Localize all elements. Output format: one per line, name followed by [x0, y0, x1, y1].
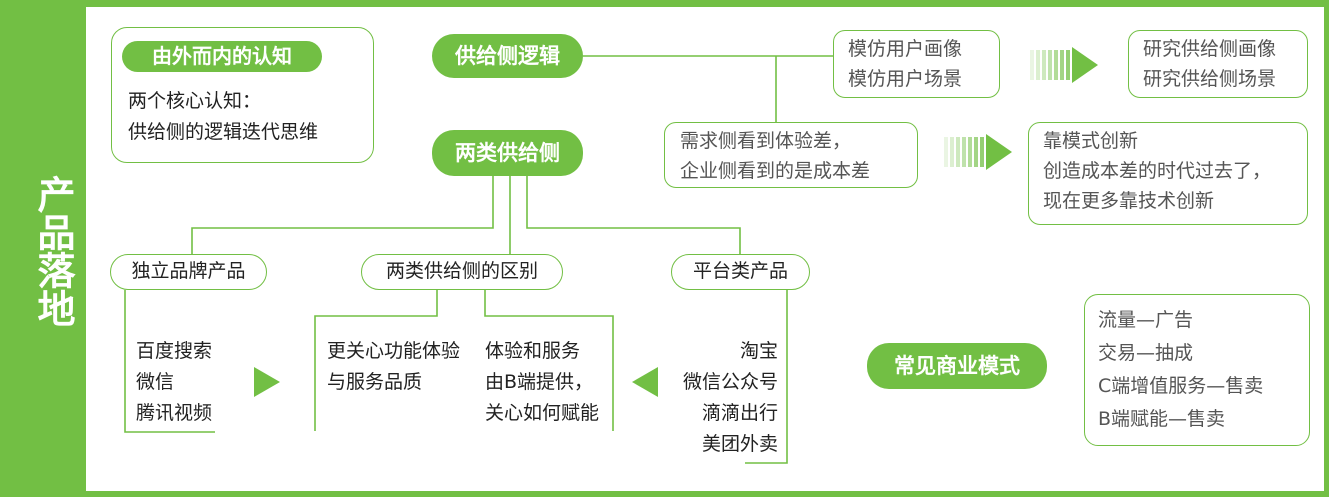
list-item: 百度搜索	[136, 340, 213, 362]
list-item: 交易—抽成	[1098, 342, 1194, 364]
list-item: C端增值服务—售卖	[1098, 375, 1264, 397]
demand-text: 需求侧看到体验差， 企业侧看到的是成本差	[680, 130, 871, 182]
difference-pill: 两类供给侧的区别	[361, 254, 563, 290]
platform-pill: 平台类产品	[671, 254, 810, 290]
arrow-left-icon	[632, 367, 658, 397]
bracket-platform	[745, 290, 788, 464]
bracket-difference-left	[314, 290, 438, 431]
cognition-title: 由外而内的认知	[122, 41, 322, 72]
list-item: 微信公众号	[682, 371, 778, 393]
gradient-arrow-top	[1030, 47, 1098, 83]
innovation-text: 靠模式创新 创造成本差的时代过去了， 现在更多靠技术创新	[1043, 130, 1272, 212]
list-item: 滴滴出行	[701, 402, 778, 424]
business-list: 流量—广告 交易—抽成 C端增值服务—售卖 B端赋能—售卖	[1098, 304, 1263, 436]
bracket-independent	[124, 290, 215, 433]
list-item: 腾讯视频	[136, 402, 213, 424]
sidebar-title: 产品落地	[31, 175, 75, 327]
arrow-right-icon	[254, 367, 280, 397]
independent-list: 百度搜索 微信 腾讯视频	[136, 336, 212, 429]
research-box	[1128, 30, 1308, 98]
bracket-difference-right	[484, 290, 614, 431]
supply-logic-pill: 供给侧逻辑	[432, 34, 583, 78]
cognition-text: 两个核心认知： 供给侧的逻辑迭代思维	[128, 90, 319, 143]
difference-left-text: 更关心功能体验 与服务品质	[327, 340, 461, 393]
research-text: 研究供给侧画像 研究供给侧场景	[1143, 38, 1277, 90]
list-item: 流量—广告	[1098, 309, 1194, 331]
business-pill: 常见商业模式	[867, 343, 1047, 389]
platform-list: 淘宝 微信公众号 滴滴出行 美团外卖	[660, 336, 778, 460]
list-item: 美团外卖	[701, 433, 778, 455]
gradient-arrow-mid	[944, 134, 1012, 170]
two-types-pill: 两类供给侧	[432, 130, 583, 176]
demand-box	[664, 122, 918, 188]
list-item: 淘宝	[739, 340, 778, 362]
difference-right-text: 体验和服务 由B端提供， 关心如何赋能	[485, 340, 600, 424]
imitate-box	[833, 30, 1000, 98]
independent-pill: 独立品牌产品	[110, 254, 267, 290]
connector-types-independent	[191, 176, 494, 258]
business-box	[1084, 294, 1310, 446]
list-item: B端赋能—售卖	[1098, 408, 1226, 430]
imitate-text: 模仿用户画像 模仿用户场景	[848, 38, 963, 90]
sidebar: 产品落地	[0, 0, 86, 497]
innovation-box	[1028, 122, 1308, 225]
connector-types-platform	[526, 176, 741, 258]
list-item: 微信	[136, 371, 175, 393]
